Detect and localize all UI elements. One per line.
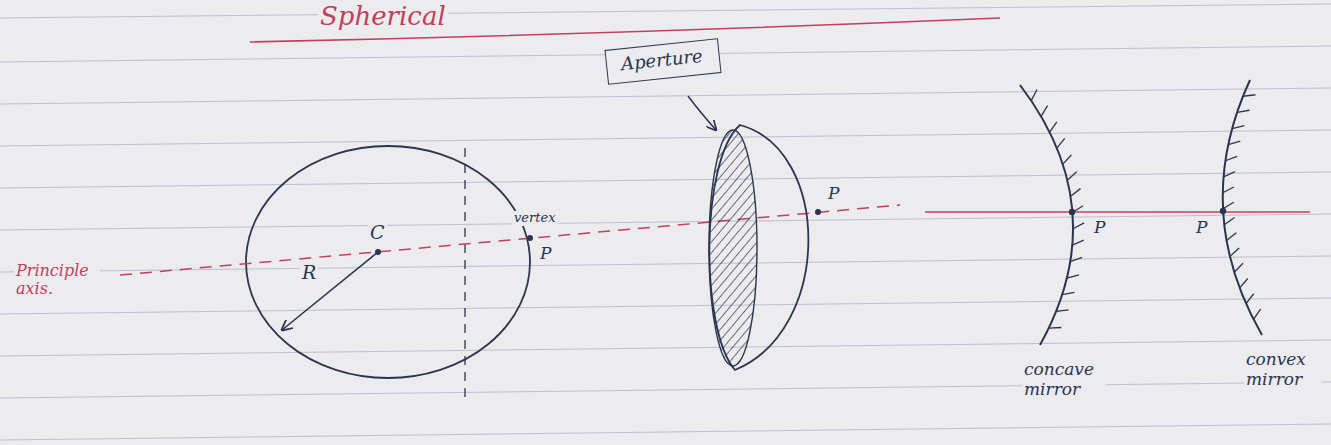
- hatch-mark: [1041, 106, 1047, 117]
- hatch-mark: [1228, 141, 1240, 145]
- callout-text: Aperture: [618, 45, 708, 75]
- hatch-mark: [1223, 202, 1234, 209]
- principal-axis: [120, 205, 900, 275]
- hatch-mark: [1230, 248, 1239, 256]
- sphere-outline: [246, 146, 530, 378]
- convex-mirror: [1223, 80, 1262, 335]
- hatch-mark: [1240, 278, 1248, 287]
- callout-box: Aperture: [604, 38, 721, 85]
- label-holder: P: [538, 244, 553, 264]
- label-holder: vertex: [512, 208, 558, 226]
- hatch-mark: [1232, 126, 1244, 129]
- hatch-mark: [1234, 263, 1243, 272]
- hatch-mark: [1246, 294, 1254, 304]
- hatch-mark: [1227, 233, 1237, 241]
- label-holder: Principle axis.: [14, 262, 100, 299]
- pole-dot: [527, 235, 533, 241]
- mirror-axis: [925, 211, 1310, 213]
- mirror-label: concave mirror: [1022, 360, 1106, 399]
- mirror-label: convex mirror: [1244, 350, 1322, 389]
- hatch-mark: [1224, 172, 1235, 177]
- mirror-hatching: [1031, 90, 1260, 329]
- point-label: vertex: [512, 211, 558, 226]
- label-holder: P: [1194, 218, 1209, 238]
- hatch-mark: [1050, 122, 1057, 132]
- label-holder: convex mirror: [1244, 350, 1322, 389]
- hatch-mark: [1057, 138, 1065, 148]
- label-holder: P: [826, 184, 841, 204]
- hatch-mark: [1067, 275, 1079, 278]
- spherical-cap: [709, 125, 808, 370]
- hatch-mark: [1224, 217, 1234, 224]
- hatch-mark: [1072, 240, 1083, 245]
- pole-dot: [1220, 208, 1226, 214]
- page-title: Spherical: [318, 2, 448, 32]
- hatch-mark: [1223, 187, 1234, 193]
- point-label: P: [1092, 218, 1107, 238]
- pole-dot: [1069, 209, 1075, 215]
- label-holder: C: [368, 222, 387, 244]
- title-holder: Spherical: [318, 2, 448, 32]
- pole-plane: [464, 148, 465, 402]
- axis-label: Principle axis.: [14, 262, 100, 299]
- hatch-mark: [1062, 292, 1074, 294]
- hatch-mark: [1056, 310, 1068, 311]
- hatch-mark: [1243, 95, 1255, 96]
- label-holder: R: [300, 262, 318, 284]
- hatch-mark: [1070, 257, 1082, 261]
- point-label: P: [1194, 218, 1209, 238]
- hatch-mark: [1225, 156, 1237, 160]
- label-holder: concave mirror: [1022, 360, 1106, 399]
- hatch-mark: [1049, 327, 1062, 329]
- leader-arrow: [688, 96, 716, 130]
- hatch-mark: [1067, 172, 1076, 180]
- label-holder: P: [1092, 218, 1107, 238]
- pole-dot: [815, 209, 821, 215]
- ruled-lines: [0, 4, 1331, 440]
- concave-mirror: [1020, 85, 1073, 345]
- hatch-mark: [1063, 155, 1072, 164]
- hatch-mark: [1031, 90, 1037, 101]
- hatch-mark: [1071, 189, 1081, 197]
- aperture-face: [709, 130, 757, 366]
- point-label: P: [826, 184, 841, 204]
- hatch-mark: [1254, 309, 1261, 319]
- hatch-mark: [1237, 110, 1249, 112]
- point-label: R: [300, 262, 318, 284]
- point-label: C: [368, 222, 387, 244]
- hatch-mark: [1073, 223, 1084, 229]
- point-label: P: [538, 244, 553, 264]
- radius-arrow: [282, 252, 378, 330]
